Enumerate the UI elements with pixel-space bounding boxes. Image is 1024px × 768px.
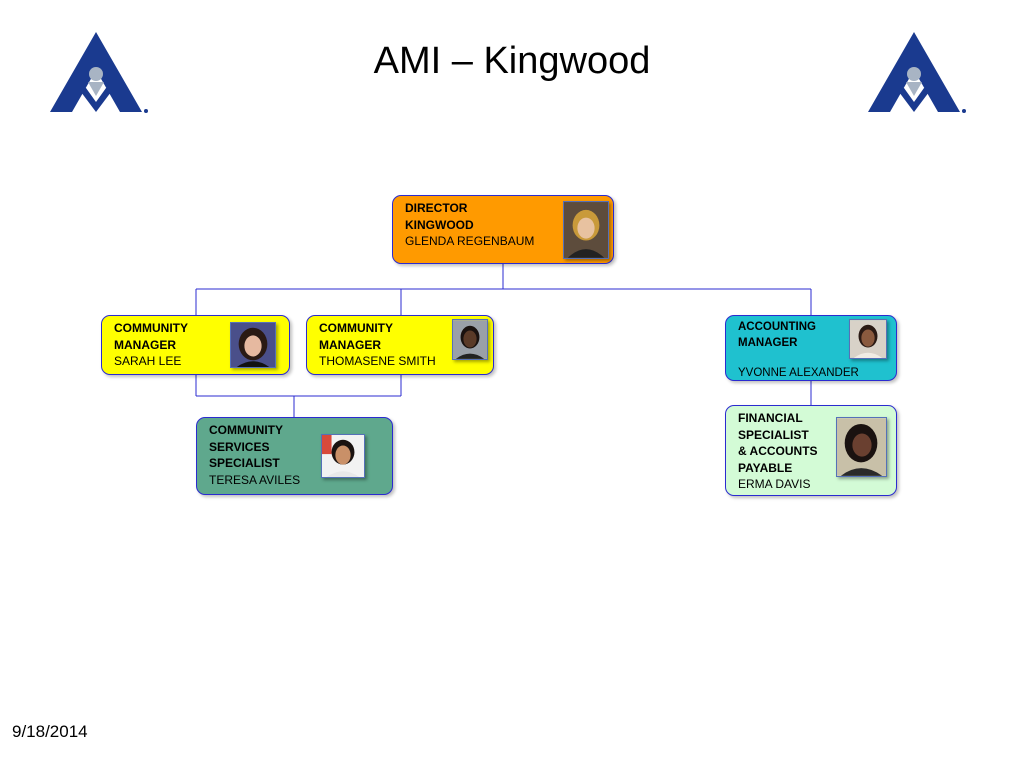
person-name: ERMA DAVIS xyxy=(738,477,811,491)
person-photo-icon xyxy=(837,418,886,476)
role-title: MANAGER xyxy=(114,337,176,352)
role-title: ACCOUNTING xyxy=(738,321,816,333)
ami-logo-icon xyxy=(50,32,148,113)
footer-date: 9/18/2014 xyxy=(12,722,88,741)
page-title: AMI – Kingwood xyxy=(373,40,651,82)
org-node-community-services-specialist: COMMUNITY SERVICES SPECIALIST TERESA AVI… xyxy=(196,417,393,495)
role-title: KINGWOOD xyxy=(405,217,474,232)
role-title: SERVICES xyxy=(209,439,270,454)
person-photo-icon xyxy=(322,435,364,477)
person-name: THOMASENE SMITH xyxy=(319,354,436,368)
role-title: & ACCOUNTS xyxy=(738,444,818,458)
thomasene-smith-photo xyxy=(452,319,488,360)
role-title: MANAGER xyxy=(319,337,381,352)
org-node-community-manager-2: COMMUNITY MANAGER THOMASENE SMITH xyxy=(306,315,494,375)
person-name: TERESA AVILES xyxy=(209,472,301,487)
org-node-accounting-manager: ACCOUNTING MANAGER YVONNE ALEXANDER xyxy=(725,315,897,381)
erma-davis-photo xyxy=(836,417,887,477)
yvonne-alexander-photo xyxy=(849,319,887,359)
role-title: COMMUNITY xyxy=(319,321,393,335)
person-photo-icon xyxy=(850,320,886,358)
ami-logo-icon xyxy=(868,32,966,113)
sarah-lee-photo xyxy=(230,322,276,368)
ami-logo-left xyxy=(48,30,148,116)
role-title: COMMUNITY xyxy=(209,423,283,437)
person-name: GLENDA REGENBAUM xyxy=(405,234,535,248)
teresa-aviles-photo xyxy=(321,434,365,478)
role-title: PAYABLE xyxy=(738,460,793,475)
role-title: COMMUNITY xyxy=(114,321,188,335)
ami-logo-right xyxy=(866,30,966,116)
role-title: DIRECTOR xyxy=(405,201,468,215)
role-title: MANAGER xyxy=(738,336,798,349)
org-node-community-manager-1: COMMUNITY MANAGER SARAH LEE xyxy=(101,315,290,375)
director-photo xyxy=(563,201,609,259)
person-name: SARAH LEE xyxy=(114,354,182,368)
person-photo-icon xyxy=(564,202,608,258)
person-name: YVONNE ALEXANDER xyxy=(738,367,859,379)
role-title: SPECIALIST xyxy=(738,427,809,442)
person-photo-icon xyxy=(231,323,275,367)
person-photo-icon xyxy=(453,320,487,359)
role-title: FINANCIAL xyxy=(738,411,803,425)
org-node-financial-specialist: FINANCIAL SPECIALIST & ACCOUNTS PAYABLE … xyxy=(725,405,897,496)
role-title: SPECIALIST xyxy=(209,456,280,470)
org-node-director: DIRECTOR KINGWOOD GLENDA REGENBAUM xyxy=(392,195,614,264)
